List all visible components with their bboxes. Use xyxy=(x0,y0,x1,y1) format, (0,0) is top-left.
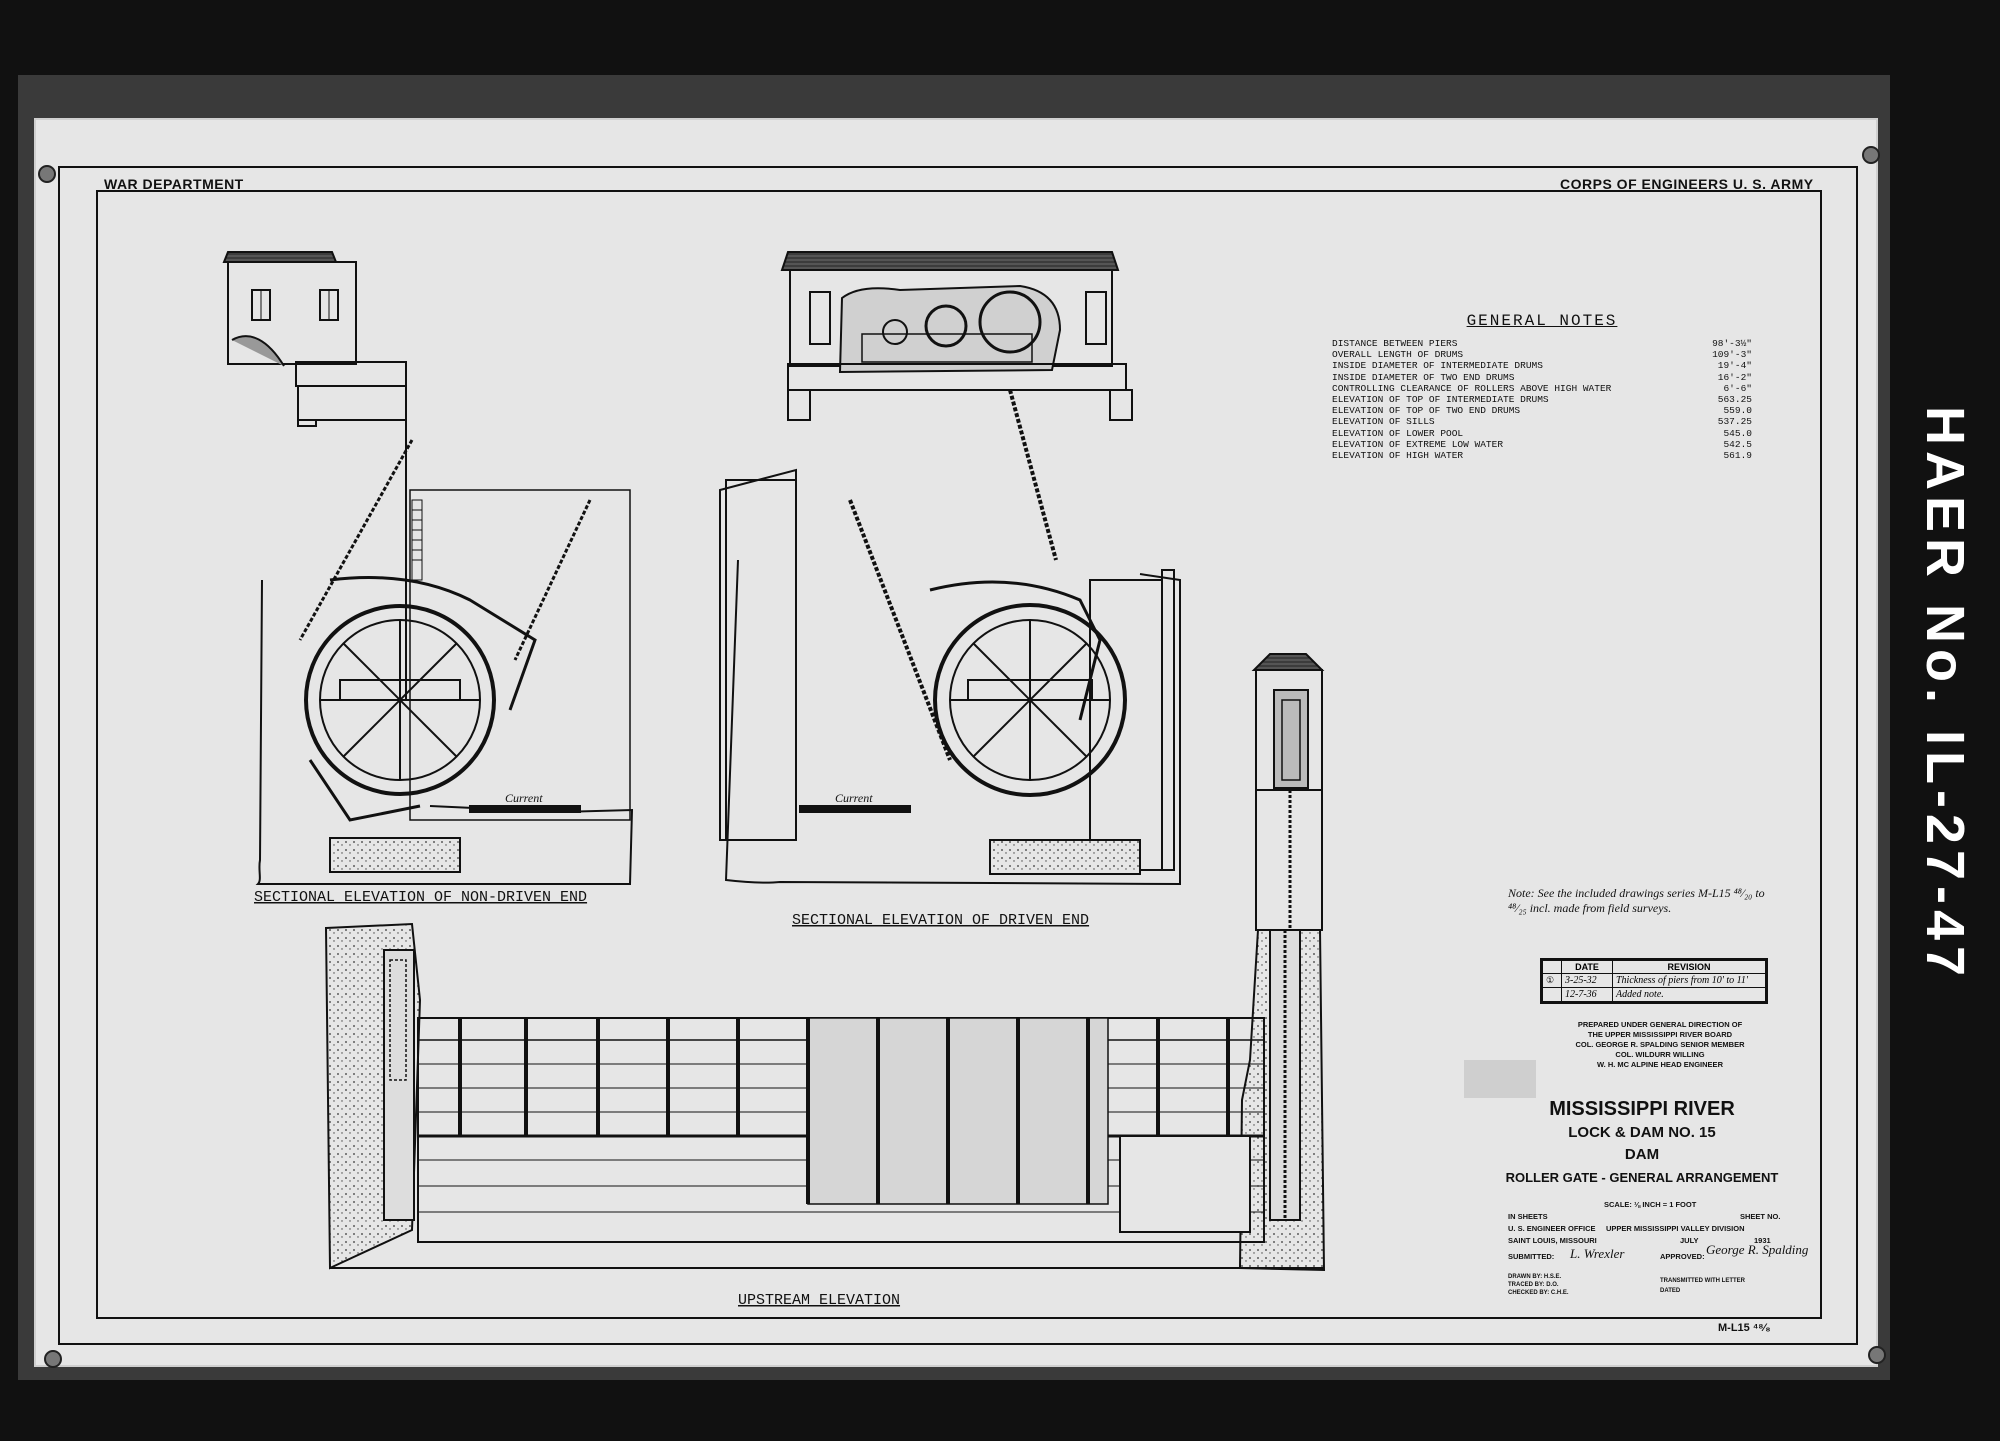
general-notes: GENERAL NOTES DISTANCE BETWEEN PIERS 98'-… xyxy=(1332,312,1752,461)
note-value: 19'-4" xyxy=(1717,360,1752,372)
label-upstream-elevation: UPSTREAM ELEVATION xyxy=(738,1292,900,1309)
title-lock: LOCK & DAM NO. 15 xyxy=(1568,1124,1716,1141)
sheet-id: M-L15 ⁴⁸⁄₈ xyxy=(1718,1322,1771,1334)
thumbtack-icon xyxy=(1862,146,1880,164)
note-row: ELEVATION OF HIGH WATER 561.9 xyxy=(1332,450,1752,461)
note-label: DISTANCE BETWEEN PIERS xyxy=(1332,338,1458,349)
note-value: 561.9 xyxy=(1723,450,1752,462)
header-right: CORPS OF ENGINEERS U. S. ARMY xyxy=(1560,176,1814,192)
note-label: ELEVATION OF EXTREME LOW WATER xyxy=(1332,438,1504,450)
thumbtack-icon xyxy=(44,1350,62,1368)
note-label: INSIDE DIAMETER OF TWO END DRUMS xyxy=(1332,371,1515,383)
note-label: ELEVATION OF LOWER POOL xyxy=(1332,427,1464,439)
note-value: 109'-3" xyxy=(1712,349,1752,361)
note-row: ELEVATION OF TOP OF TWO END DRUMS 559.0 xyxy=(1332,405,1752,416)
note-row: INSIDE DIAMETER OF TWO END DRUMS 16'-2" xyxy=(1332,372,1752,383)
title-river: MISSISSIPPI RIVER xyxy=(1549,1098,1735,1120)
title-dam: DAM xyxy=(1624,1146,1660,1163)
note-row: ELEVATION OF TOP OF INTERMEDIATE DRUMS 56… xyxy=(1332,394,1752,405)
note-row: ELEVATION OF SILLS 537.25 xyxy=(1332,416,1752,427)
note-label: ELEVATION OF TOP OF TWO END DRUMS xyxy=(1332,405,1521,417)
note-label: ELEVATION OF TOP OF INTERMEDIATE DRUMS xyxy=(1332,394,1549,406)
note-value: 559.0 xyxy=(1723,405,1752,417)
general-notes-title: GENERAL NOTES xyxy=(1466,312,1618,330)
note-label: CONTROLLING CLEARANCE OF ROLLERS ABOVE H… xyxy=(1332,382,1612,394)
approved-signature: George R. Spalding xyxy=(1706,1242,1809,1257)
scale-label: SCALE: ⅛ INCH = 1 FOOT xyxy=(1604,1200,1697,1209)
note-label: OVERALL LENGTH OF DRUMS xyxy=(1332,349,1464,361)
prepared-under: PREPARED UNDER GENERAL DIRECTION OF THE … xyxy=(1575,1020,1745,1069)
note-value: 545.0 xyxy=(1723,427,1752,439)
note-value: 542.5 xyxy=(1723,438,1752,450)
thumbtack-icon xyxy=(38,165,56,183)
submitted-signature: L. Wrexler xyxy=(1570,1246,1625,1261)
title-subject: ROLLER GATE - GENERAL ARRANGEMENT xyxy=(1505,1170,1779,1185)
note-row: INSIDE DIAMETER OF INTERMEDIATE DRUMS 19'… xyxy=(1332,360,1752,371)
note-value: 537.25 xyxy=(1717,416,1752,428)
note-label: ELEVATION OF HIGH WATER xyxy=(1332,450,1464,462)
thumbtack-icon xyxy=(1868,1346,1886,1364)
field-survey-note: Note: See the included drawings series M… xyxy=(1508,886,1765,915)
non-driven-end-section: Current xyxy=(222,251,634,885)
paper-stamp xyxy=(1464,1060,1536,1098)
label-non-driven-end: SECTIONAL ELEVATION OF NON-DRIVEN END xyxy=(254,889,587,906)
pier-tower xyxy=(1251,653,1325,931)
note-value: 6'-6" xyxy=(1723,382,1752,394)
note-value: 16'-2" xyxy=(1717,371,1752,383)
table-row: ① 3-25-32 Thickness of piers from 10' to… xyxy=(1542,973,1766,988)
header-left: WAR DEPARTMENT xyxy=(104,176,244,192)
table-row: 12-7-36 Added note. xyxy=(1542,987,1766,1002)
revision-table: DATE REVISION ① 3-25-32 Thickness of pie… xyxy=(1540,958,1768,1004)
haer-number: HAER No. IL-27-47 xyxy=(1915,405,1975,983)
note-row: ELEVATION OF EXTREME LOW WATER 542.5 xyxy=(1332,439,1752,450)
svg-text:Current: Current xyxy=(835,791,873,805)
upstream-elevation xyxy=(324,922,1326,1272)
title-block: MISSISSIPPI RIVER LOCK & DAM NO. 15 DAM … xyxy=(1492,1096,1792,1190)
inner-border xyxy=(96,190,1822,1319)
label-driven-end: SECTIONAL ELEVATION OF DRIVEN END xyxy=(792,912,1089,929)
svg-text:Current: Current xyxy=(505,791,543,805)
outer-border xyxy=(58,166,1858,1345)
note-row: CONTROLLING CLEARANCE OF ROLLERS ABOVE H… xyxy=(1332,383,1752,394)
driven-end-section: Current xyxy=(719,251,1181,886)
note-value: 98'-3½" xyxy=(1712,338,1752,349)
note-row: ELEVATION OF LOWER POOL 545.0 xyxy=(1332,428,1752,439)
note-row: OVERALL LENGTH OF DRUMS 109'-3" xyxy=(1332,349,1752,360)
note-label: INSIDE DIAMETER OF INTERMEDIATE DRUMS xyxy=(1332,360,1543,372)
note-value: 563.25 xyxy=(1717,394,1752,406)
note-row: DISTANCE BETWEEN PIERS 98'-3½" xyxy=(1332,338,1752,349)
note-label: ELEVATION OF SILLS xyxy=(1332,416,1435,428)
